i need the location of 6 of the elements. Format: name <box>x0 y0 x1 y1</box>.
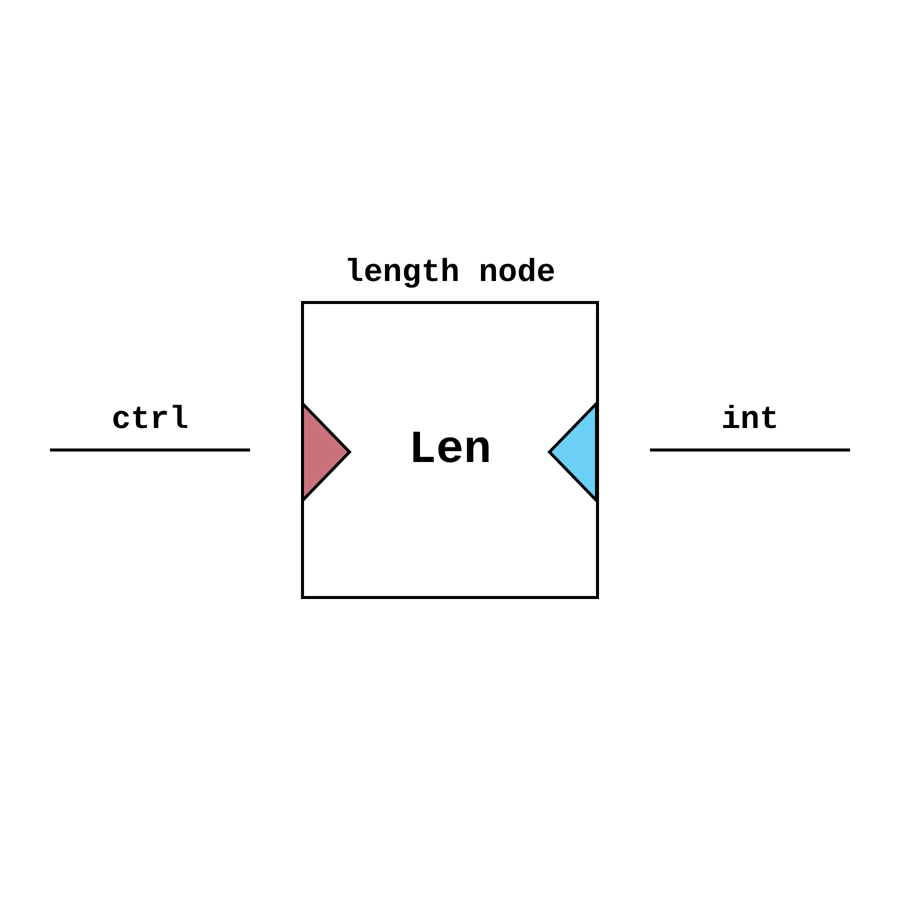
input-port-triangle <box>301 402 351 502</box>
node-label: Len <box>408 423 492 478</box>
node-title: length node <box>343 254 557 291</box>
wire-label: ctrl <box>110 402 190 438</box>
wire-label: int <box>720 402 780 438</box>
output-port-triangle <box>548 402 598 502</box>
